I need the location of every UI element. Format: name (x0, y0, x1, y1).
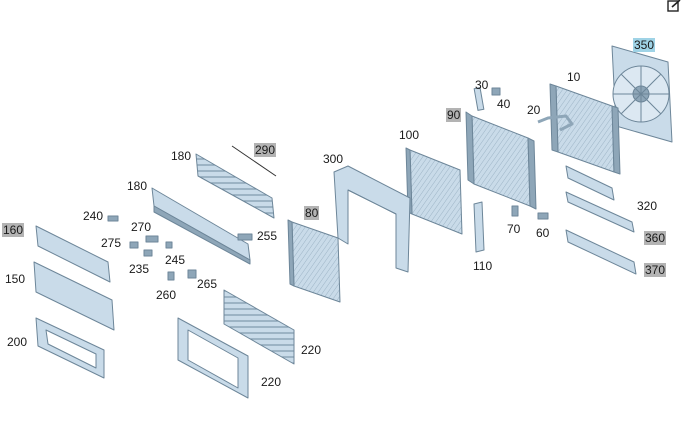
part-label-20: 20 (527, 103, 541, 117)
part-label-150: 150 (5, 272, 26, 286)
part-label-290: 290 (254, 143, 277, 157)
auxiliary-radiator-part (405, 147, 463, 235)
part-label-180-lower: 180 (127, 179, 148, 193)
part-label-220-lower: 220 (261, 375, 282, 389)
louver-grille-part (195, 153, 275, 219)
part-label-260: 260 (156, 288, 177, 302)
part-label-240: 240 (83, 209, 104, 223)
hose-part (537, 114, 574, 132)
part-label-10: 10 (567, 70, 581, 84)
part-label-255: 255 (257, 229, 278, 243)
part-label-60: 60 (536, 226, 550, 240)
part-label-180-upper: 180 (171, 149, 192, 163)
part-label-110: 110 (473, 259, 493, 273)
fitting-part (473, 87, 501, 111)
bracket-part-110 (473, 201, 485, 253)
part-label-370: 370 (644, 263, 667, 277)
condenser-part (465, 111, 537, 210)
part-label-40: 40 (497, 97, 511, 111)
part-label-245: 245 (165, 253, 186, 267)
part-label-220-upper: 220 (301, 343, 322, 357)
intercooler-part (287, 219, 341, 303)
part-label-270: 270 (131, 220, 152, 234)
part-label-90: 90 (446, 108, 462, 122)
fastener-parts (107, 215, 253, 281)
seal-strip-part (565, 165, 637, 275)
part-label-350: 350 (633, 38, 656, 52)
part-label-80: 80 (304, 206, 320, 220)
part-label-320: 320 (637, 199, 658, 213)
part-label-30: 30 (475, 78, 489, 92)
part-label-160: 160 (2, 223, 25, 237)
mounting-frame-part (333, 165, 411, 273)
air-guide-part (33, 225, 115, 379)
part-label-100: 100 (399, 128, 420, 142)
clip-part (511, 205, 549, 220)
part-label-275: 275 (101, 236, 122, 250)
fan-shroud-part (611, 45, 673, 143)
part-label-265: 265 (197, 277, 218, 291)
active-shutter-part (177, 289, 295, 399)
part-label-70: 70 (507, 222, 521, 236)
edit-icon[interactable] (667, 0, 681, 12)
reference-leader-line (231, 145, 277, 177)
part-label-200: 200 (7, 335, 28, 349)
part-label-300: 300 (323, 152, 344, 166)
radiator-part (549, 83, 621, 175)
part-label-235: 235 (129, 262, 150, 276)
part-label-360: 360 (644, 231, 667, 245)
grille-frame-part (151, 187, 251, 265)
